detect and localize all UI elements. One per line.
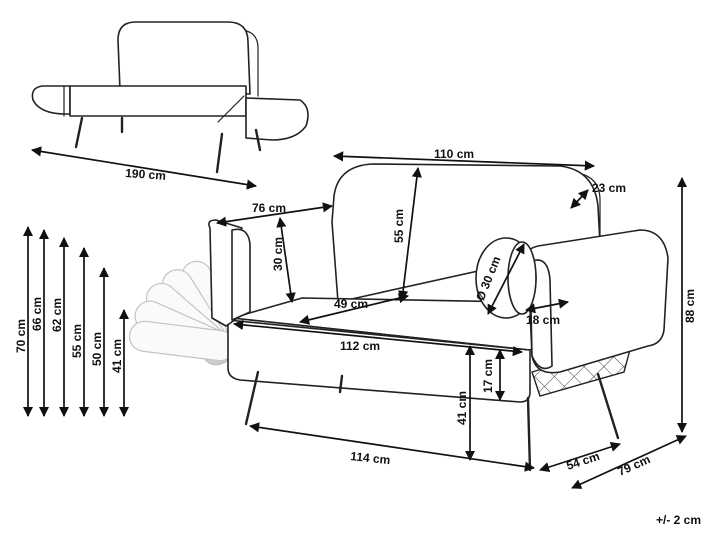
armrest-width-label: 18 cm <box>526 313 560 327</box>
dimension-line-backrest-height <box>398 166 422 302</box>
seat-depth-label: 49 cm <box>334 297 368 311</box>
daybed-leg <box>254 128 262 152</box>
daybed-right-strap <box>217 95 245 123</box>
daybed-view: 190 cm <box>30 21 309 190</box>
tolerance-note: +/- 2 cm <box>656 513 701 527</box>
seat-thickness-label: 17 cm <box>481 359 495 393</box>
seat-width-label: 112 cm <box>340 339 380 353</box>
armrest-position-label: 55 cm <box>70 324 84 358</box>
daybed-leg <box>74 116 84 149</box>
armrest-position-label: 41 cm <box>110 339 124 373</box>
dimension-line-armrest-width <box>524 298 570 314</box>
armrest-position-label: 70 cm <box>14 319 28 353</box>
sofa-leg <box>338 374 344 394</box>
dimension-line-overall-depth <box>571 435 687 489</box>
armrest-position-label: 62 cm <box>50 298 64 332</box>
dimension-line-backrest-depth <box>570 189 589 209</box>
daybed-length-label: 190 cm <box>125 166 167 183</box>
dimension-line-seat-depth <box>299 293 409 325</box>
base-depth-label: 54 cm <box>565 449 602 473</box>
right-armrest <box>525 229 669 374</box>
dimension-line-base-width <box>248 422 536 472</box>
dimension-line-daybed-length <box>30 146 258 190</box>
seat-height-label: 41 cm <box>455 391 469 425</box>
daybed-left-arm <box>31 85 71 115</box>
armrest-positions-illustration <box>128 260 236 366</box>
dimension-line-armrest-depth <box>215 202 334 227</box>
armrest-depth-label: 76 cm <box>252 201 286 215</box>
dimension-line-cushion-diameter <box>487 243 525 315</box>
daybed-backrest <box>117 21 251 95</box>
sofa-leg <box>596 372 620 440</box>
round-bolster-cushion-face <box>507 241 537 315</box>
armrest-position-label: 66 cm <box>30 297 44 331</box>
overall-depth-label: 79 cm <box>616 452 653 479</box>
armrest-height-scale: 70 cm 66 cm 62 cm 55 cm 50 cm 41 cm <box>14 225 130 418</box>
daybed-right-arm <box>245 97 309 141</box>
backrest-height-label: 55 cm <box>392 209 406 243</box>
backrest-depth-label: 23 cm <box>592 181 626 195</box>
daybed-leg <box>215 132 224 174</box>
dimension-line-armrest-height <box>276 216 296 304</box>
armrest-height-label: 30 cm <box>271 237 285 271</box>
total-height-label: 88 cm <box>683 289 697 323</box>
left-armrest-face <box>231 228 251 321</box>
armrest-position-label: 50 cm <box>90 332 104 366</box>
sofa-leg <box>526 396 532 472</box>
base-width-label: 114 cm <box>350 449 391 467</box>
sofa-dimensions: 110 cm 23 cm 88 cm 76 cm 30 cm 55 cm Ø 3… <box>215 147 697 489</box>
daybed-seat <box>69 85 247 117</box>
total-width-label: 110 cm <box>434 147 474 161</box>
sofa-leg <box>244 370 260 426</box>
dimension-line-total-width <box>332 151 596 171</box>
